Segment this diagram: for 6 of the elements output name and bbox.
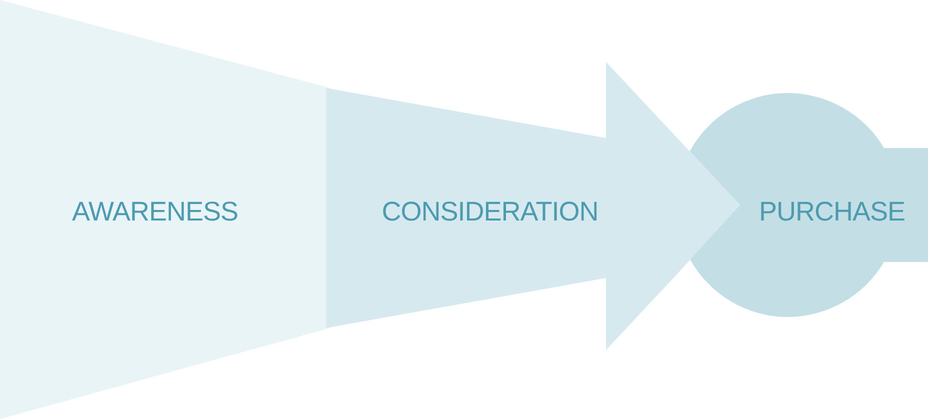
circle-section: [676, 92, 928, 318]
arrow-section: [326, 62, 676, 352]
stage-label: PURCHASE: [758, 196, 906, 228]
funnel-section: [0, 0, 330, 419]
stage-label: CONSIDERATION: [382, 196, 598, 228]
stage-label: AWARENESS: [72, 196, 238, 228]
